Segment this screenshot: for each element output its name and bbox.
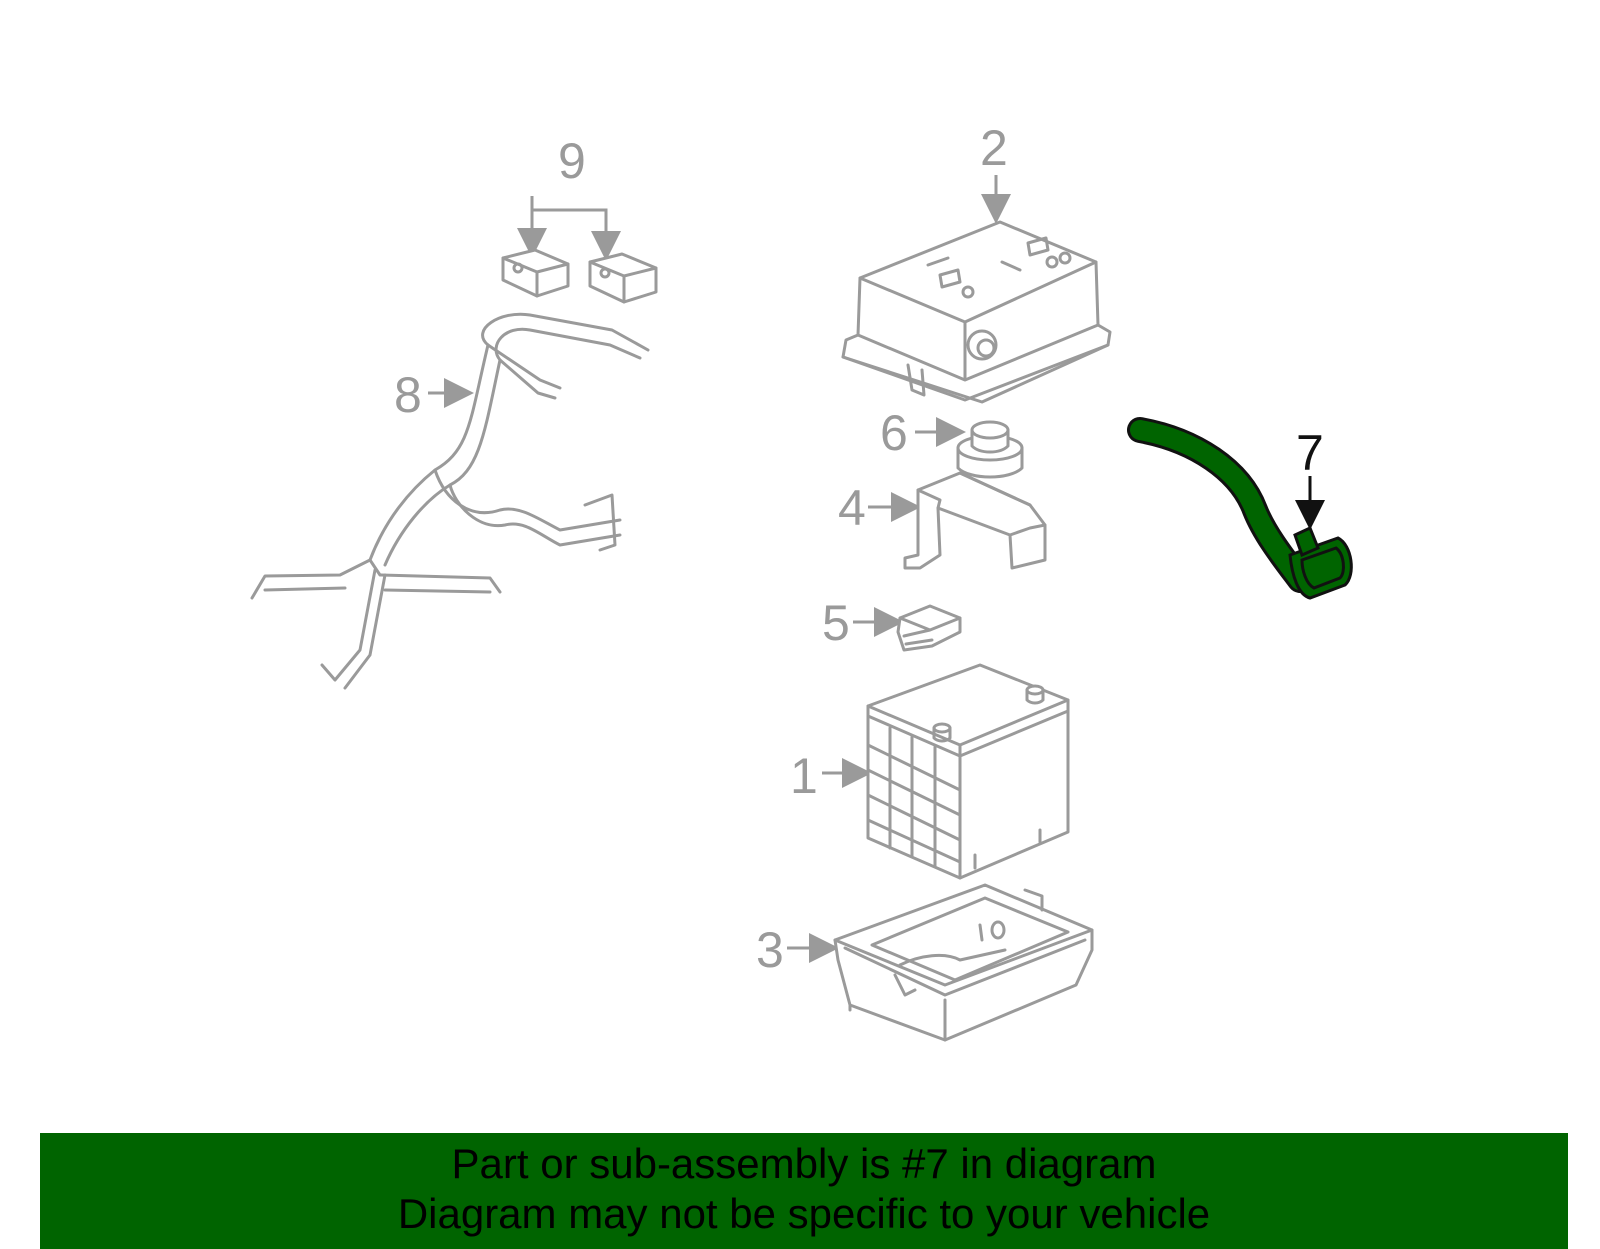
callout-4: 4 — [838, 480, 866, 536]
part-8-cable-harness — [250, 312, 650, 690]
part-2-battery-cover — [841, 175, 1112, 404]
callout-9: 9 — [558, 133, 586, 189]
callout-5: 5 — [822, 595, 850, 651]
banner-line-2: Diagram may not be specific to your vehi… — [397, 1190, 1211, 1237]
callout-2: 2 — [980, 120, 1008, 176]
part-7-cable-highlight — [1127, 417, 1353, 600]
part-6-nut — [915, 417, 1024, 479]
callout-8: 8 — [394, 367, 422, 423]
part-4-bracket — [868, 471, 1047, 570]
callout-1: 1 — [790, 748, 818, 804]
part-9-terminals — [501, 196, 658, 304]
banner-line-1: Part or sub-assembly is #7 in diagram — [451, 1140, 1157, 1187]
callout-3: 3 — [756, 922, 784, 978]
callout-6: 6 — [880, 405, 908, 461]
part-1-battery — [822, 663, 1070, 880]
info-banner: Part or sub-assembly is #7 in diagram Di… — [40, 1133, 1568, 1249]
part-3-tray — [787, 883, 1094, 1042]
part-5-insulator — [853, 604, 962, 652]
callout-7: 7 — [1296, 425, 1324, 481]
